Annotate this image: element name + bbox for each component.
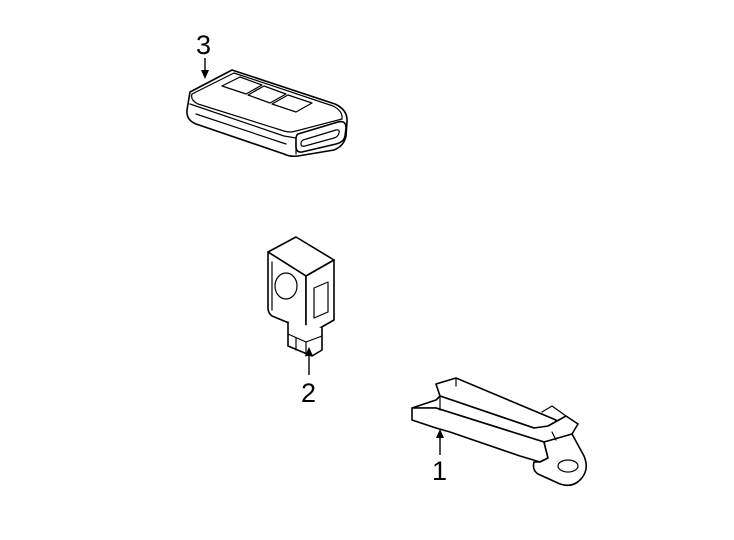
callout-1-label: 1: [432, 456, 447, 486]
callout-3-arrow-icon: [201, 70, 209, 79]
callout-2-arrow-icon: [305, 347, 313, 356]
callout-3: 3: [196, 30, 211, 79]
sensor-part: [267, 236, 335, 357]
callout-1-arrow-icon: [436, 429, 444, 438]
callout-3-label: 3: [196, 30, 211, 60]
callout-1: 1: [432, 429, 447, 486]
key-fob-part: [186, 69, 348, 158]
callout-2-label: 2: [301, 378, 316, 408]
callout-2: 2: [301, 347, 316, 408]
antenna-module-part: [411, 377, 588, 487]
